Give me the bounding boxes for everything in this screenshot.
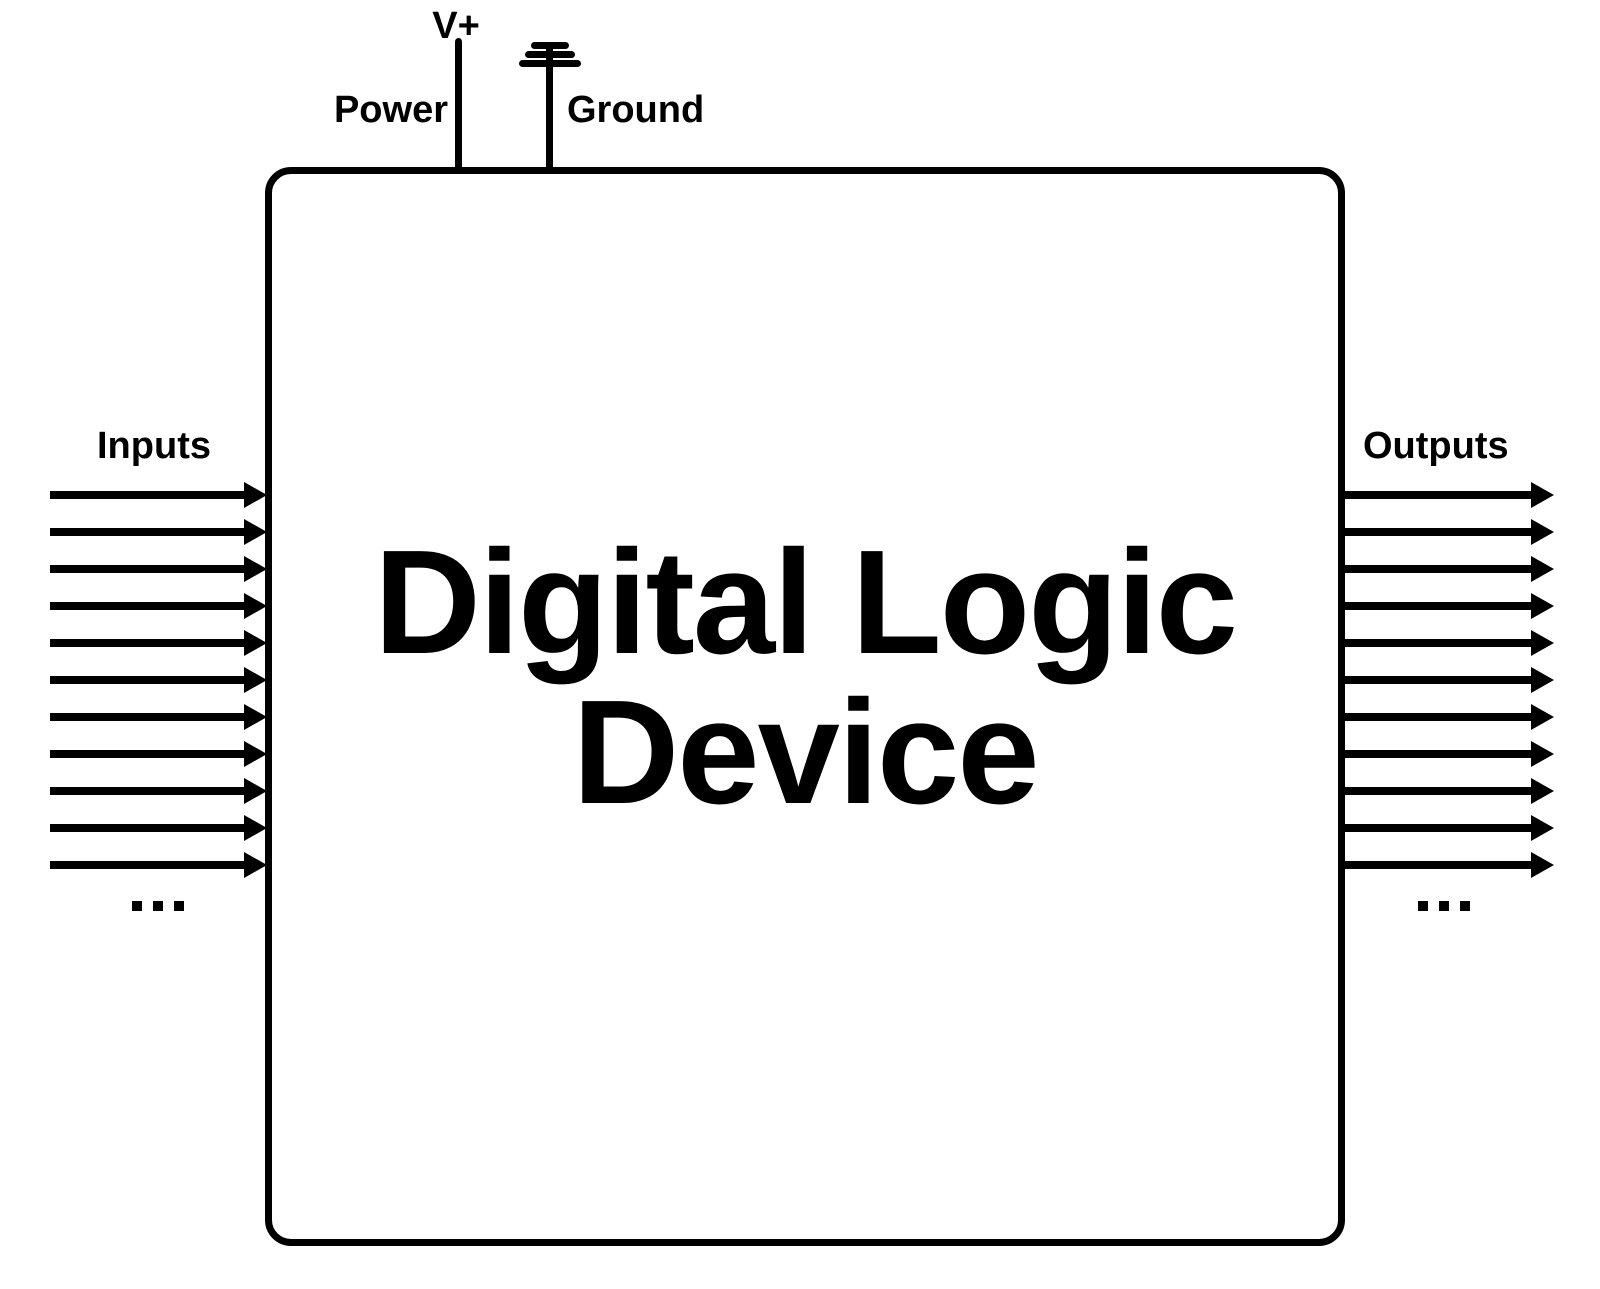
ground-line (546, 46, 553, 170)
output-arrow (1340, 787, 1531, 795)
ellipsis-dot (132, 901, 142, 911)
ellipsis-dot (1460, 901, 1470, 911)
output-arrow (1340, 491, 1531, 499)
output-arrow (1340, 676, 1531, 684)
input-arrow (50, 528, 244, 536)
ground-symbol-bar-bottom (519, 60, 581, 67)
input-arrow (50, 824, 244, 832)
input-arrow (50, 713, 244, 721)
ground-label: Ground (567, 89, 705, 131)
ground-symbol-bar-middle (525, 51, 575, 58)
output-arrow (1340, 528, 1531, 536)
input-arrow (50, 639, 244, 647)
output-arrow (1340, 602, 1531, 610)
power-label: Power (333, 89, 448, 131)
ellipsis-dot (153, 901, 163, 911)
input-arrow (50, 491, 244, 499)
input-arrow (50, 676, 244, 684)
output-arrow (1340, 824, 1531, 832)
output-arrow (1340, 639, 1531, 647)
inputs-label: Inputs (97, 425, 211, 467)
power-line (455, 38, 462, 170)
device-title-line1: Digital Logic (374, 520, 1238, 685)
input-arrow (50, 787, 244, 795)
ellipsis-dot (1439, 901, 1449, 911)
output-arrow (1340, 565, 1531, 573)
ground-symbol-bar-top (531, 42, 569, 49)
outputs-label: Outputs (1363, 425, 1509, 467)
output-arrow (1340, 713, 1531, 721)
input-arrow (50, 565, 244, 573)
device-title-line2: Device (572, 670, 1039, 835)
outputs-more-ellipsis (1418, 901, 1470, 911)
output-arrow (1340, 861, 1531, 869)
device-box (265, 167, 1345, 1246)
inputs-more-ellipsis (132, 901, 184, 911)
input-arrow (50, 861, 244, 869)
input-arrow (50, 750, 244, 758)
input-arrow (50, 602, 244, 610)
device-title: Digital Logic Device (265, 528, 1345, 828)
ellipsis-dot (174, 901, 184, 911)
output-arrow (1340, 750, 1531, 758)
ellipsis-dot (1418, 901, 1428, 911)
